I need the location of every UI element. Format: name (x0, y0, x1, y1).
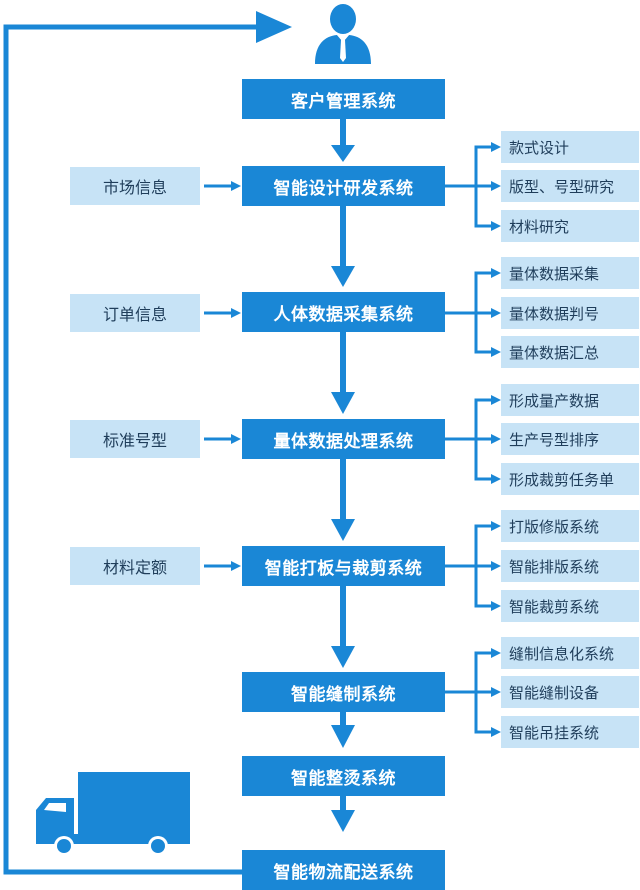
step-pattern-and-cutting: 智能打板与裁剪系统 (242, 546, 445, 586)
truck-icon (36, 772, 190, 856)
step-measurement-processing: 量体数据处理系统 (242, 419, 445, 459)
input-order-info: 订单信息 (70, 294, 200, 332)
sub-item: 智能吊挂系统 (501, 716, 639, 748)
input-standard-sizes: 标准号型 (70, 420, 200, 458)
loop-back-arrowhead (256, 11, 292, 43)
sub-item: 智能排版系统 (501, 550, 639, 582)
step-body-data-collection: 人体数据采集系统 (242, 292, 445, 332)
sub-item: 智能裁剪系统 (501, 590, 639, 622)
step-smart-design-rd: 智能设计研发系统 (242, 166, 445, 206)
input-market-info: 市场信息 (70, 167, 200, 205)
user-icon (315, 4, 371, 64)
sub-item: 形成裁剪任务单 (501, 463, 639, 495)
sub-item: 量体数据判号 (501, 297, 639, 329)
step-smart-logistics: 智能物流配送系统 (242, 850, 445, 890)
input-material-quota: 材料定额 (70, 547, 200, 585)
sub-item: 打版修版系统 (501, 510, 639, 542)
step-smart-ironing: 智能整烫系统 (242, 756, 445, 796)
loop-back-arrow (3, 24, 262, 875)
sub-item: 生产号型排序 (501, 423, 639, 455)
sub-item: 版型、号型研究 (501, 170, 639, 202)
sub-item: 款式设计 (501, 131, 639, 163)
sub-item: 缝制信息化系统 (501, 637, 639, 669)
sub-item: 材料研究 (501, 210, 639, 242)
sub-item: 量体数据汇总 (501, 336, 639, 368)
sub-item: 智能缝制设备 (501, 676, 639, 708)
step-customer-management: 客户管理系统 (242, 79, 445, 119)
sub-item: 量体数据采集 (501, 257, 639, 289)
sub-item: 形成量产数据 (501, 384, 639, 416)
step-smart-sewing: 智能缝制系统 (242, 672, 445, 712)
